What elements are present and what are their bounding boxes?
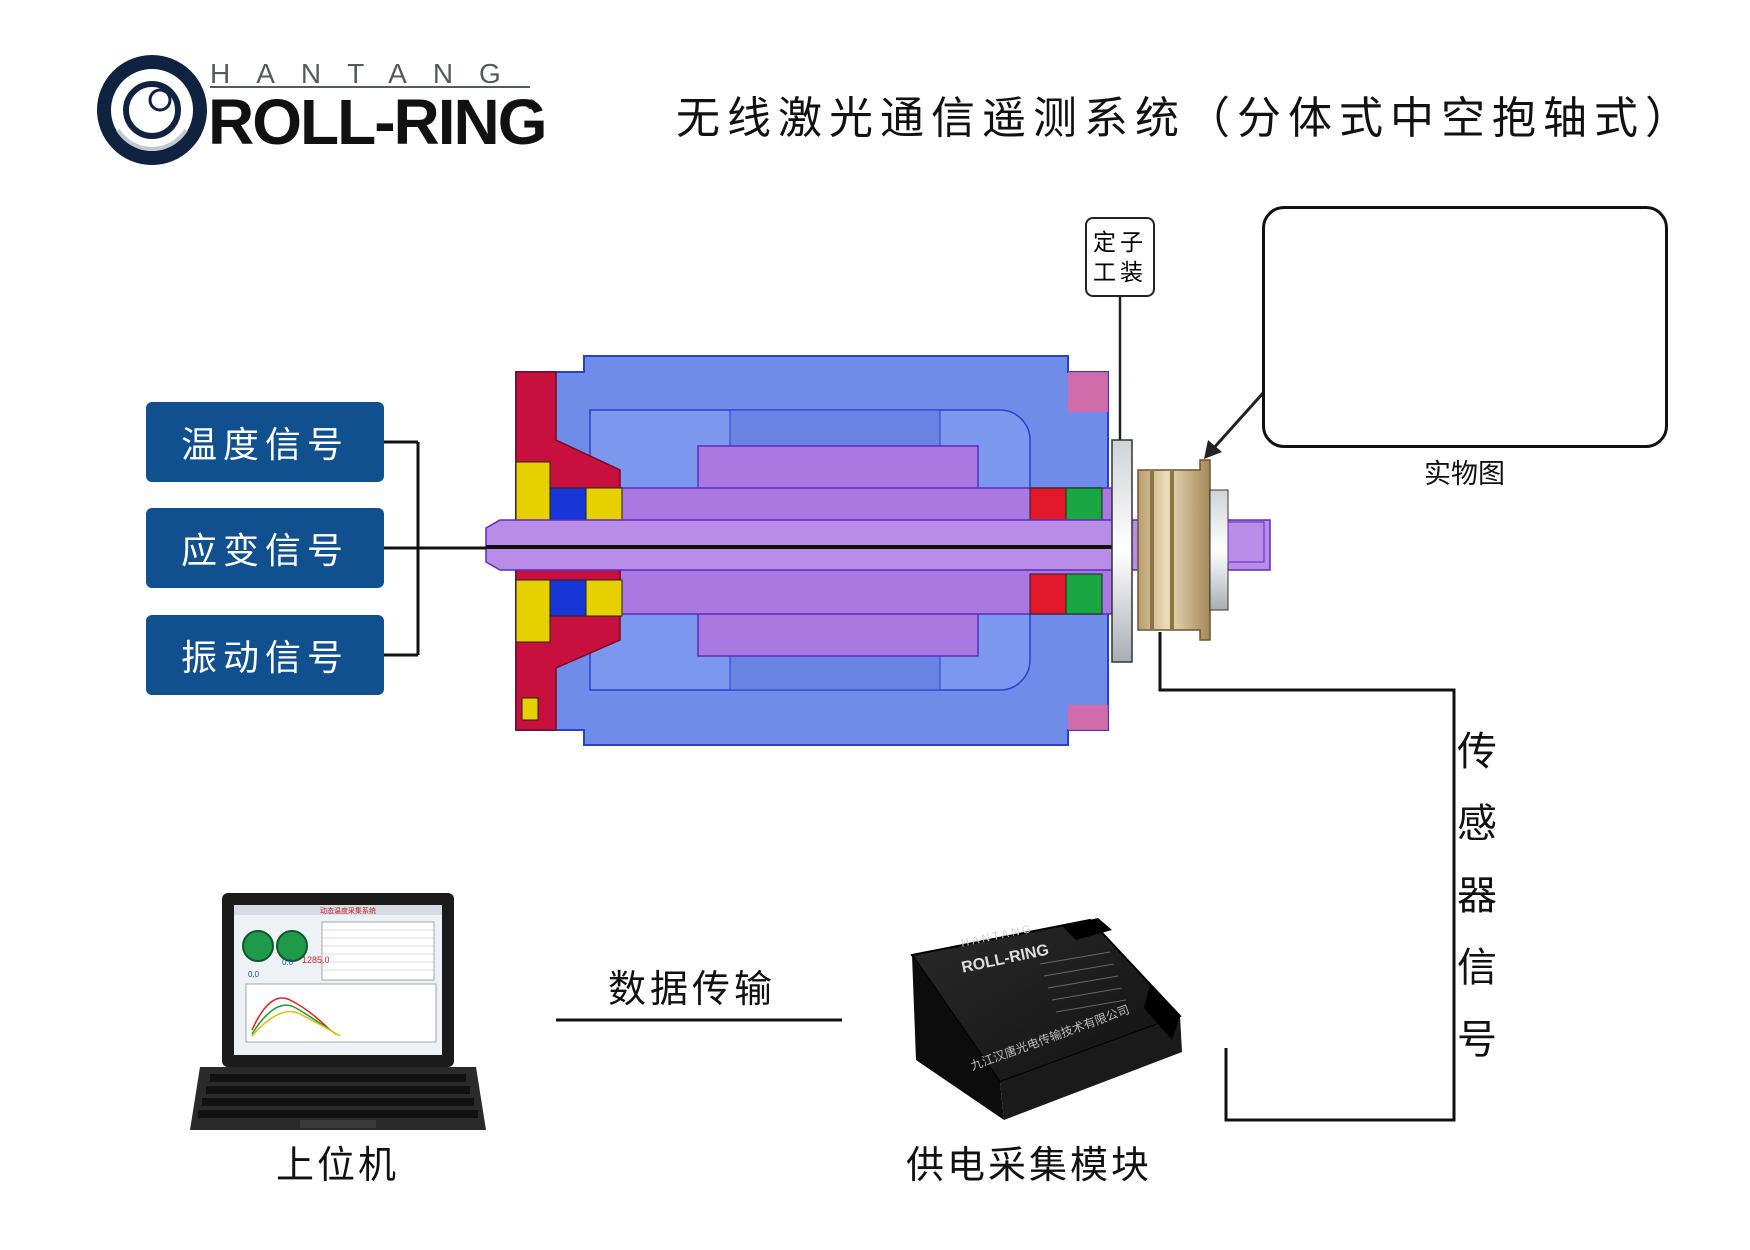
logo-registered-mark: ®: [526, 96, 537, 112]
laptop-readout-2: 0.0: [282, 958, 294, 967]
sensor-signal-char: 传: [1457, 729, 1497, 775]
signal-box-temperature: 温度信号: [146, 402, 384, 482]
stator-fixture-label: 定子 工装: [1085, 217, 1155, 297]
power-acquisition-module-label: 供电采集模块: [906, 1143, 1153, 1187]
host-computer-label: 上位机: [276, 1143, 400, 1187]
photo-caption: 实物图: [1424, 459, 1505, 489]
logo-ring-icon: [97, 55, 207, 165]
photo-arrow: [1204, 390, 1266, 459]
logo-letters: HANTANG: [210, 58, 527, 89]
stator-label-line-2: 工装: [1093, 260, 1147, 286]
logo-wordmark: ROLL-RING: [208, 86, 547, 158]
spindle-cross-section: [418, 355, 1271, 746]
laptop-readout-1: 1285.0: [302, 955, 330, 965]
sensor-signal-char: 号: [1457, 1017, 1497, 1063]
sensor-signal-char: 器: [1457, 873, 1497, 919]
stator-label-line-1: 定子: [1093, 230, 1147, 256]
sensor-signal-line: [1158, 632, 1456, 1122]
data-transfer-label: 数据传输: [608, 967, 777, 1011]
sensor-signal-char: 感: [1457, 801, 1497, 847]
sensor-signal-char: 信: [1457, 945, 1497, 991]
laptop-readout-3: 0.0: [248, 970, 260, 979]
laptop-screen-title: 动态温度采集系统: [320, 907, 376, 915]
laptop-icon: [190, 893, 486, 1130]
module-icon: [910, 918, 1182, 1120]
signal-bracket: [384, 440, 420, 657]
sensor-signal-label: 传感器信号: [1452, 716, 1502, 1076]
signal-box-strain: 应变信号: [146, 508, 384, 588]
product-photo-frame: [1262, 206, 1668, 448]
page-title: 无线激光通信遥测系统（分体式中空抱轴式）: [676, 93, 1696, 144]
signal-box-vibration: 振动信号: [146, 615, 384, 695]
